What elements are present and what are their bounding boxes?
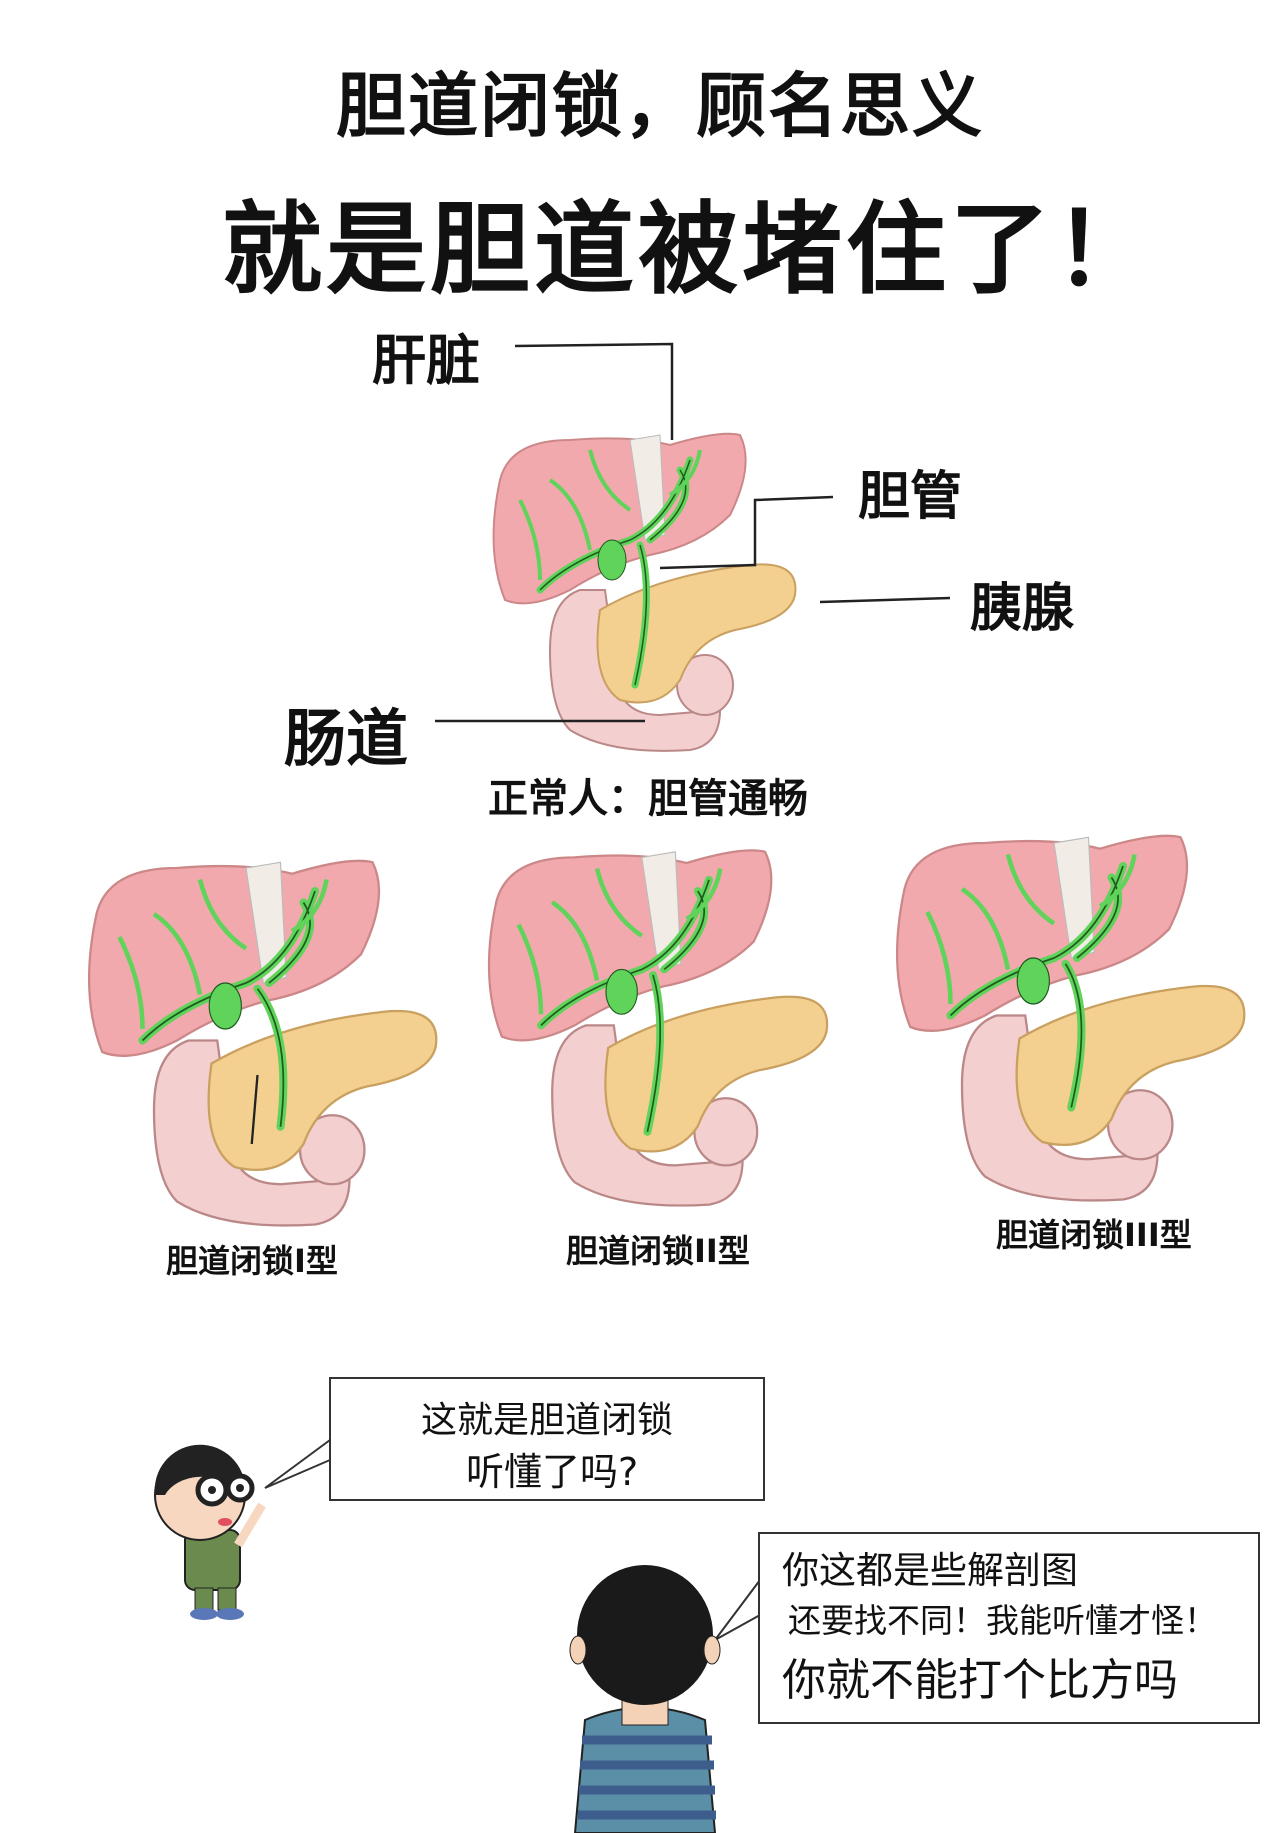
type-1-anatomy	[87, 859, 438, 1227]
doctor-character	[154, 1444, 266, 1620]
gallbladder	[597, 539, 627, 581]
title-line-1: 胆道闭锁，顾名思义	[336, 65, 984, 147]
normal-caption: 正常人：胆管通畅	[488, 776, 808, 822]
patient-speech-bubble: 你这都是些解剖图 还要找不同！我能听懂才怪！ 你就不能打个比方吗	[758, 1532, 1260, 1724]
type-2-caption: 胆道闭锁II型	[566, 1232, 750, 1270]
atretic-duct	[250, 1074, 259, 1145]
patient-line-2: 还要找不同！我能听懂才怪！	[788, 1601, 1217, 1640]
ligament	[245, 861, 287, 984]
bile-duct-branches	[518, 449, 702, 581]
label-liver: 肝脏	[372, 329, 480, 392]
label-intestine: 肠道	[284, 702, 409, 775]
patient-line-3: 你就不能打个比方吗	[782, 1655, 1178, 1706]
gallbladder	[1016, 957, 1050, 1005]
ligament	[629, 434, 666, 541]
doctor-line-1: 这就是胆道闭锁	[421, 1400, 674, 1441]
pancreas	[207, 1009, 438, 1171]
ligament	[641, 851, 682, 971]
patient-bubble-tail	[714, 1579, 761, 1641]
bile-duct-branches	[516, 868, 723, 1015]
doctor-speech-bubble: 这就是胆道闭锁 听懂了吗?	[329, 1377, 765, 1501]
gallbladder	[208, 982, 242, 1030]
type-1-caption: 胆道闭锁I型	[166, 1242, 338, 1280]
patient-line-1: 你这都是些解剖图	[782, 1549, 1078, 1592]
title-line-2: 就是胆道被堵住了！	[222, 191, 1158, 308]
type-2-anatomy	[487, 849, 829, 1207]
bile-duct-branches	[117, 878, 329, 1030]
gallbladder	[605, 968, 638, 1015]
type-3-caption: 胆道闭锁III型	[996, 1216, 1192, 1254]
label-pancreas: 胰腺	[970, 579, 1075, 639]
doctor-bubble-tail	[264, 1439, 331, 1489]
ligament	[1053, 836, 1095, 959]
leader-lines	[435, 342, 951, 723]
label-bile-duct: 胆管	[858, 467, 963, 527]
patient-character	[569, 1565, 721, 1833]
doctor-line-2: 听懂了吗?	[466, 1450, 639, 1494]
type-3-anatomy	[895, 834, 1246, 1202]
normal-anatomy	[492, 432, 797, 752]
bile-duct-branches	[925, 853, 1137, 1005]
